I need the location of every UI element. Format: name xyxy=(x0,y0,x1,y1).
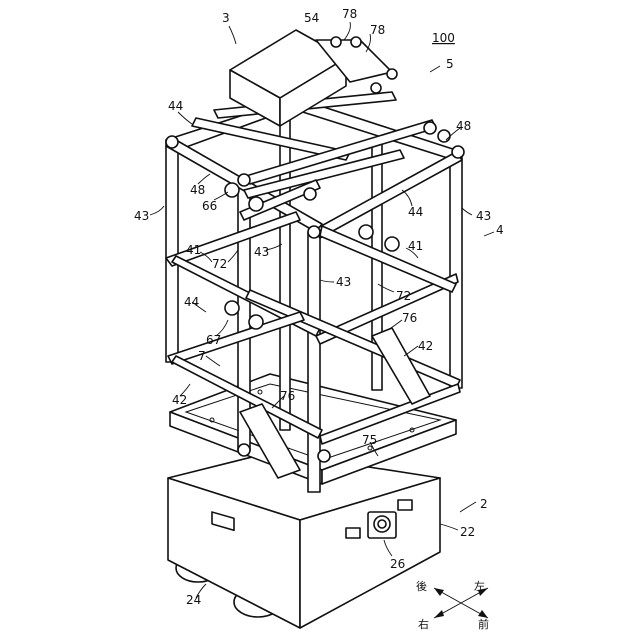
label-44-mid: 44 xyxy=(408,205,423,219)
label-42-right: 42 xyxy=(418,339,433,353)
label-48-left: 48 xyxy=(190,183,205,197)
label-3: 3 xyxy=(222,11,230,25)
label-43-right: 43 xyxy=(476,209,491,223)
direction-back: 後 xyxy=(416,579,427,593)
label-43-left: 43 xyxy=(134,209,149,223)
label-44-low: 44 xyxy=(184,295,199,309)
label-78-upper: 78 xyxy=(342,7,357,21)
label-2: 2 xyxy=(480,497,488,511)
label-66: 66 xyxy=(202,199,217,213)
label-44-top: 44 xyxy=(168,99,183,113)
label-78-lower: 78 xyxy=(370,23,385,37)
direction-right: 右 xyxy=(418,617,429,631)
arrow-back-icon xyxy=(434,588,444,596)
base-unit xyxy=(168,452,440,628)
label-54: 54 xyxy=(304,11,319,25)
label-76-upper: 76 xyxy=(402,311,417,325)
arrow-right-icon xyxy=(434,610,444,618)
label-7: 7 xyxy=(198,349,206,363)
label-72-left: 72 xyxy=(212,257,227,271)
label-42-left: 42 xyxy=(172,393,187,407)
label-22: 22 xyxy=(460,525,475,539)
label-75: 75 xyxy=(362,433,377,447)
direction-compass: 後 左 右 前 xyxy=(416,579,489,631)
label-41-left: 41 xyxy=(186,243,201,257)
label-100: 100 xyxy=(432,31,455,45)
label-26: 26 xyxy=(390,557,405,571)
label-72-right: 72 xyxy=(396,289,411,303)
direction-left: 左 xyxy=(474,580,485,593)
arrow-front-icon xyxy=(478,610,488,618)
label-43-front: 43 xyxy=(336,275,351,289)
label-41-right: 41 xyxy=(408,239,423,253)
label-48-right: 48 xyxy=(456,119,471,133)
label-76-lower: 76 xyxy=(280,389,295,403)
label-43-center: 43 xyxy=(254,245,269,259)
label-67: 67 xyxy=(206,333,221,347)
label-5: 5 xyxy=(446,57,454,71)
label-24: 24 xyxy=(186,593,201,607)
label-4: 4 xyxy=(496,223,504,237)
direction-front: 前 xyxy=(478,617,489,631)
